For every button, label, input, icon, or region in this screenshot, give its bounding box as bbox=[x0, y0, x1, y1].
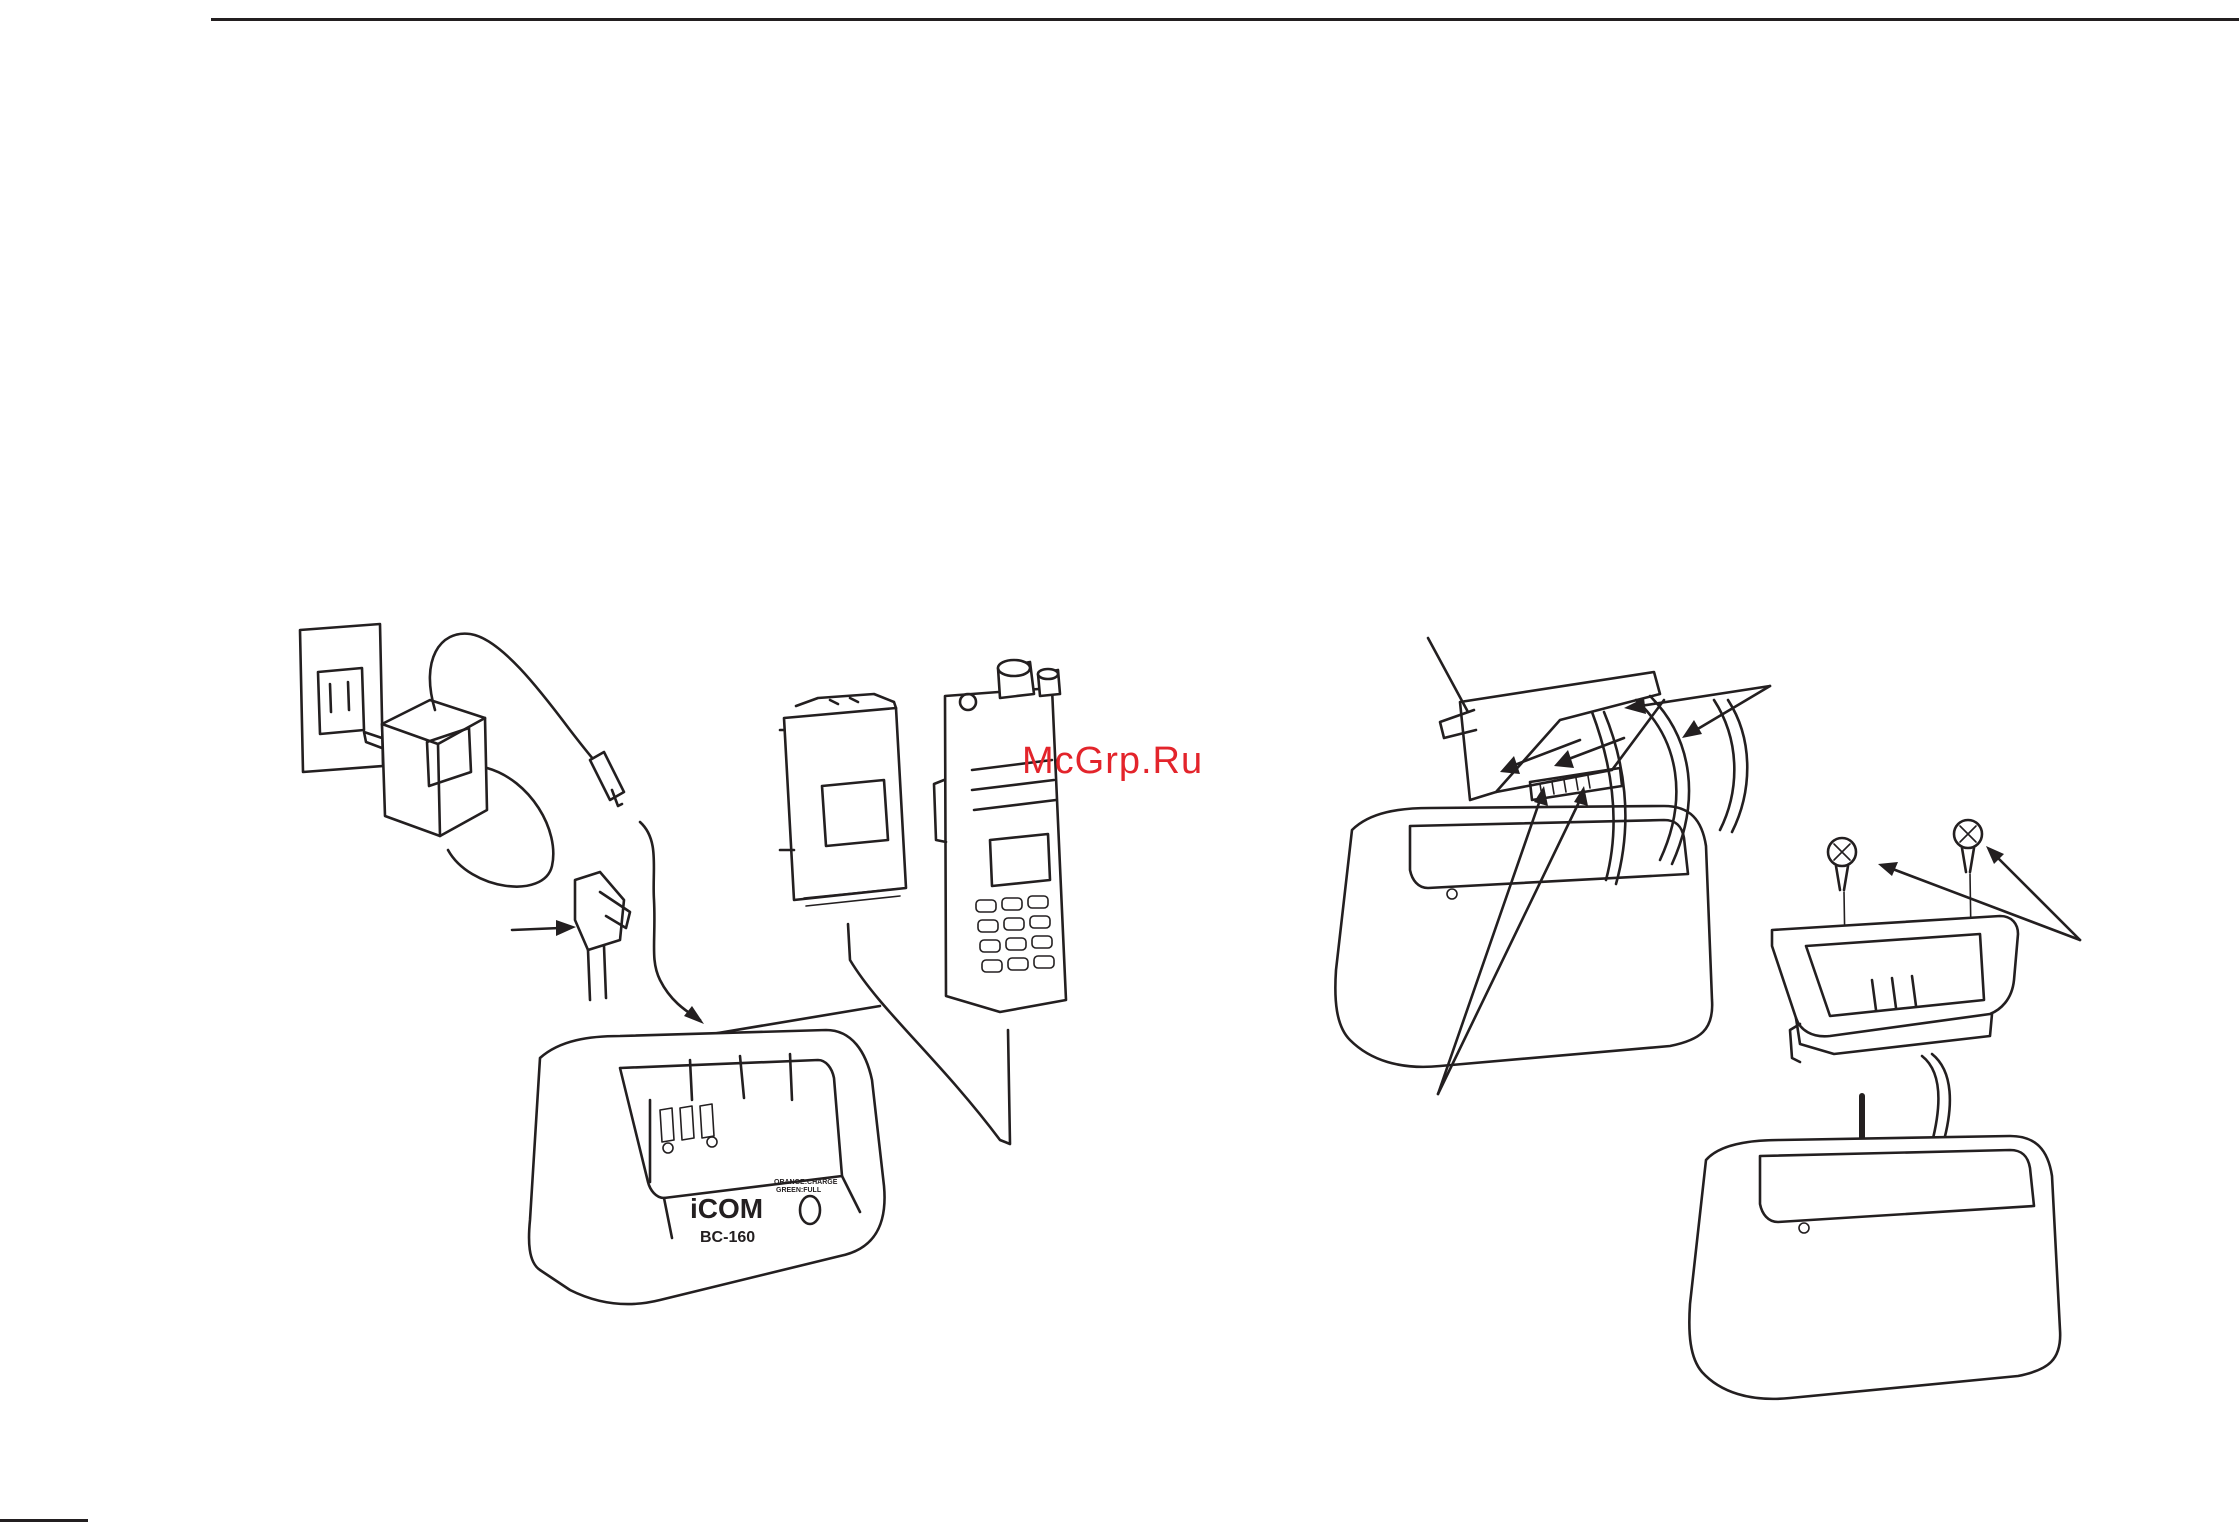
charger-brand-label: iCOM bbox=[690, 1193, 763, 1224]
charger-base-lower bbox=[1689, 1136, 2060, 1399]
charger-indicator-text-1: ORANGE:CHARGE bbox=[774, 1179, 838, 1186]
right-installation-illustration bbox=[1335, 638, 2080, 1399]
battery-pack bbox=[780, 694, 906, 906]
left-charger-illustration: iCOM BC-160 ORANGE:CHARGE GREEN:FULL bbox=[300, 624, 1066, 1304]
charger-indicator-text-2: GREEN:FULL bbox=[776, 1187, 822, 1194]
ac-adapter bbox=[364, 634, 624, 887]
desktop-charger-bc160: iCOM BC-160 ORANGE:CHARGE GREEN:FULL bbox=[529, 1030, 885, 1304]
charger-model-label: BC-160 bbox=[700, 1229, 755, 1246]
watermark: McGrp.Ru bbox=[1022, 740, 1203, 783]
wall-outlet bbox=[300, 624, 383, 772]
handheld-radio bbox=[934, 660, 1066, 1012]
dc-plug bbox=[512, 872, 630, 1000]
